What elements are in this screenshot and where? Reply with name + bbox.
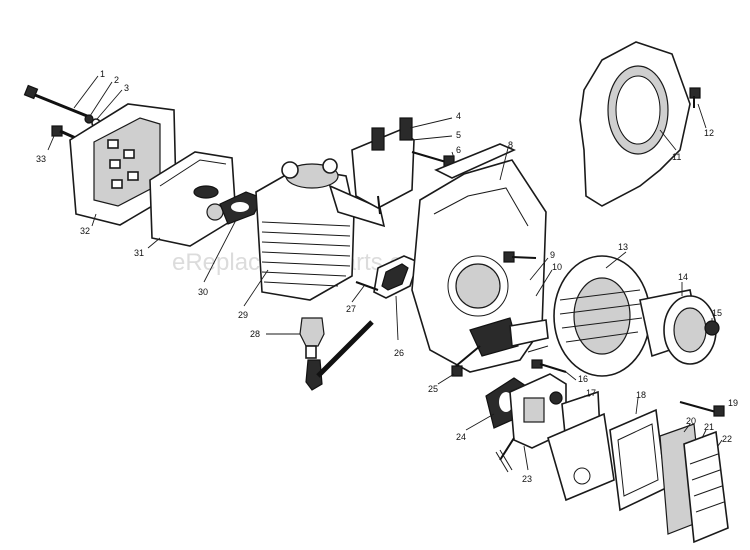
callout-5: 5 bbox=[411, 130, 461, 141]
callout-10: 10 bbox=[535, 262, 562, 297]
callout-1: 1 bbox=[73, 69, 105, 109]
flywheel bbox=[553, 255, 651, 377]
callout-label: 14 bbox=[678, 272, 688, 282]
callout-9: 9 bbox=[529, 250, 555, 281]
reed-plate bbox=[509, 319, 549, 347]
callout-label: 23 bbox=[522, 474, 532, 484]
callout-label: 10 bbox=[552, 262, 562, 272]
clutch-drum bbox=[639, 289, 717, 365]
callout-22: 22 bbox=[717, 434, 732, 447]
long-bolt bbox=[23, 84, 93, 120]
callout-label: 33 bbox=[36, 154, 46, 164]
callout-label: 11 bbox=[672, 152, 681, 162]
callout-label: 25 bbox=[428, 384, 438, 394]
filter-plate bbox=[547, 412, 615, 502]
callout-13: 13 bbox=[605, 242, 628, 269]
lock-washer bbox=[84, 114, 94, 124]
filter-cover bbox=[683, 430, 729, 544]
callout-25: 25 bbox=[428, 373, 455, 394]
callout-label: 26 bbox=[394, 348, 404, 358]
callout-label: 16 bbox=[578, 374, 588, 384]
crankcase-bolt bbox=[451, 345, 481, 377]
callout-29: 29 bbox=[238, 269, 269, 320]
callout-23: 23 bbox=[522, 445, 532, 484]
callout-3: 3 bbox=[96, 83, 129, 120]
callout-14: 14 bbox=[678, 272, 688, 296]
callout-label: 6 bbox=[456, 145, 461, 155]
callout-label: 21 bbox=[704, 422, 714, 432]
callout-27: 27 bbox=[346, 285, 365, 314]
callout-label: 9 bbox=[550, 250, 555, 260]
muffler-cover bbox=[69, 103, 177, 226]
callout-label: 1 bbox=[100, 69, 105, 79]
callout-15: 15 bbox=[711, 308, 722, 322]
callout-21: 21 bbox=[701, 422, 714, 439]
gasket-line bbox=[527, 345, 549, 353]
callout-label: 2 bbox=[114, 75, 119, 85]
callout-label: 27 bbox=[346, 304, 356, 314]
callout-label: 24 bbox=[456, 432, 466, 442]
callout-8: 8 bbox=[499, 140, 513, 181]
callout-label: 29 bbox=[238, 310, 248, 320]
callout-label: 8 bbox=[508, 140, 513, 150]
callout-label: 19 bbox=[728, 398, 738, 408]
callout-label: 18 bbox=[636, 390, 646, 400]
callout-19: 19 bbox=[728, 398, 738, 408]
callout-17: 17 bbox=[584, 388, 596, 398]
callout-30: 30 bbox=[198, 219, 237, 297]
callout-33: 33 bbox=[36, 135, 55, 164]
callout-26: 26 bbox=[394, 295, 404, 358]
cylinder bbox=[255, 158, 355, 301]
callout-label: 28 bbox=[250, 329, 260, 339]
callout-label: 30 bbox=[198, 287, 208, 297]
callout-label: 17 bbox=[586, 388, 596, 398]
callout-12: 12 bbox=[697, 103, 714, 138]
ignition-module bbox=[351, 117, 415, 215]
callout-label: 12 bbox=[704, 128, 714, 138]
air-box-bolt bbox=[679, 401, 725, 417]
callout-label: 15 bbox=[712, 308, 722, 318]
callout-4: 4 bbox=[409, 111, 461, 129]
callout-6: 6 bbox=[451, 145, 461, 159]
housing-screw bbox=[689, 87, 701, 108]
callout-label: 3 bbox=[124, 83, 129, 93]
fan-housing bbox=[579, 41, 691, 207]
spark-plug bbox=[299, 317, 374, 391]
callout-label: 20 bbox=[686, 416, 696, 426]
callout-16: 16 bbox=[565, 371, 588, 384]
callout-31: 31 bbox=[134, 237, 161, 258]
stud bbox=[355, 281, 379, 291]
crankcase bbox=[411, 143, 547, 373]
callout-label: 13 bbox=[618, 242, 628, 252]
carb-screw bbox=[531, 359, 567, 373]
intake-gasket bbox=[373, 255, 419, 299]
callout-24: 24 bbox=[456, 413, 495, 442]
callout-28: 28 bbox=[250, 329, 300, 339]
air-box bbox=[609, 408, 667, 512]
muffler bbox=[149, 151, 237, 247]
callout-32: 32 bbox=[80, 213, 97, 236]
callout-20: 20 bbox=[683, 416, 696, 433]
drum-nut bbox=[704, 320, 720, 336]
callout-label: 22 bbox=[722, 434, 732, 444]
case-screw bbox=[503, 251, 537, 263]
callout-label: 32 bbox=[80, 226, 90, 236]
callout-label: 5 bbox=[456, 130, 461, 140]
callout-label: 31 bbox=[134, 248, 144, 258]
module-screw bbox=[411, 151, 455, 167]
callout-label: 4 bbox=[456, 111, 461, 121]
callout-2: 2 bbox=[89, 75, 119, 117]
callout-11: 11 bbox=[659, 129, 681, 162]
callout-18: 18 bbox=[635, 390, 646, 415]
